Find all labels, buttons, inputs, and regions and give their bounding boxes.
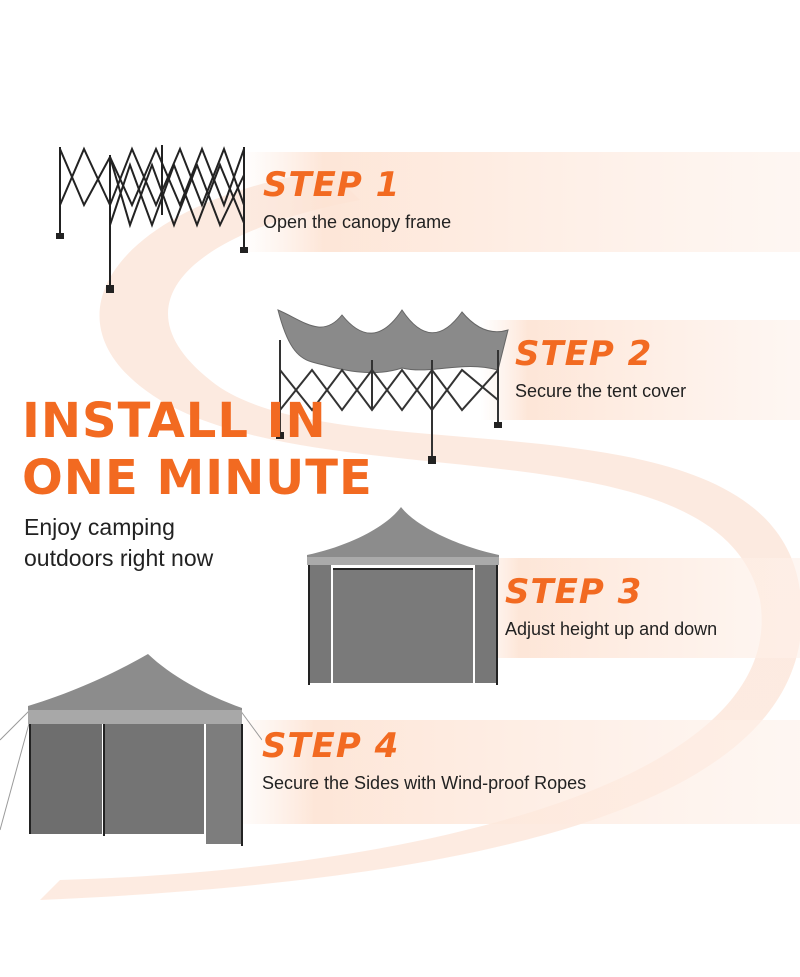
step-2-description: Secure the tent cover — [515, 381, 687, 401]
canopy-frame-illustration — [56, 145, 248, 293]
step-3: STEP 3 Adjust height up and down — [505, 575, 717, 640]
step-1-title: STEP 1 — [263, 165, 401, 205]
step-3-title: STEP 3 — [505, 572, 643, 612]
step-2-title: STEP 2 — [515, 334, 653, 374]
step-1: STEP 1 Open the canopy frame — [263, 168, 451, 233]
headline: INSTALL IN ONE MINUTE — [22, 393, 373, 507]
headline-line-1: INSTALL IN — [22, 393, 327, 449]
headline-line-2: ONE MINUTE — [22, 450, 373, 506]
subheadline-line-1: Enjoy camping — [24, 514, 175, 540]
step-4-title: STEP 4 — [262, 726, 400, 766]
subheadline: Enjoy camping outdoors right now — [24, 512, 213, 574]
step-4-description: Secure the Sides with Wind-proof Ropes — [262, 773, 587, 793]
tent-ropes-illustration — [0, 654, 262, 846]
step-1-description: Open the canopy frame — [263, 212, 452, 232]
step-3-description: Adjust height up and down — [505, 619, 718, 639]
step-4: STEP 4 Secure the Sides with Wind-proof … — [262, 729, 586, 794]
tent-walls-illustration — [307, 507, 499, 685]
subheadline-line-2: outdoors right now — [24, 545, 214, 571]
step-2: STEP 2 Secure the tent cover — [515, 337, 686, 402]
tent-cover-illustration — [276, 309, 509, 464]
